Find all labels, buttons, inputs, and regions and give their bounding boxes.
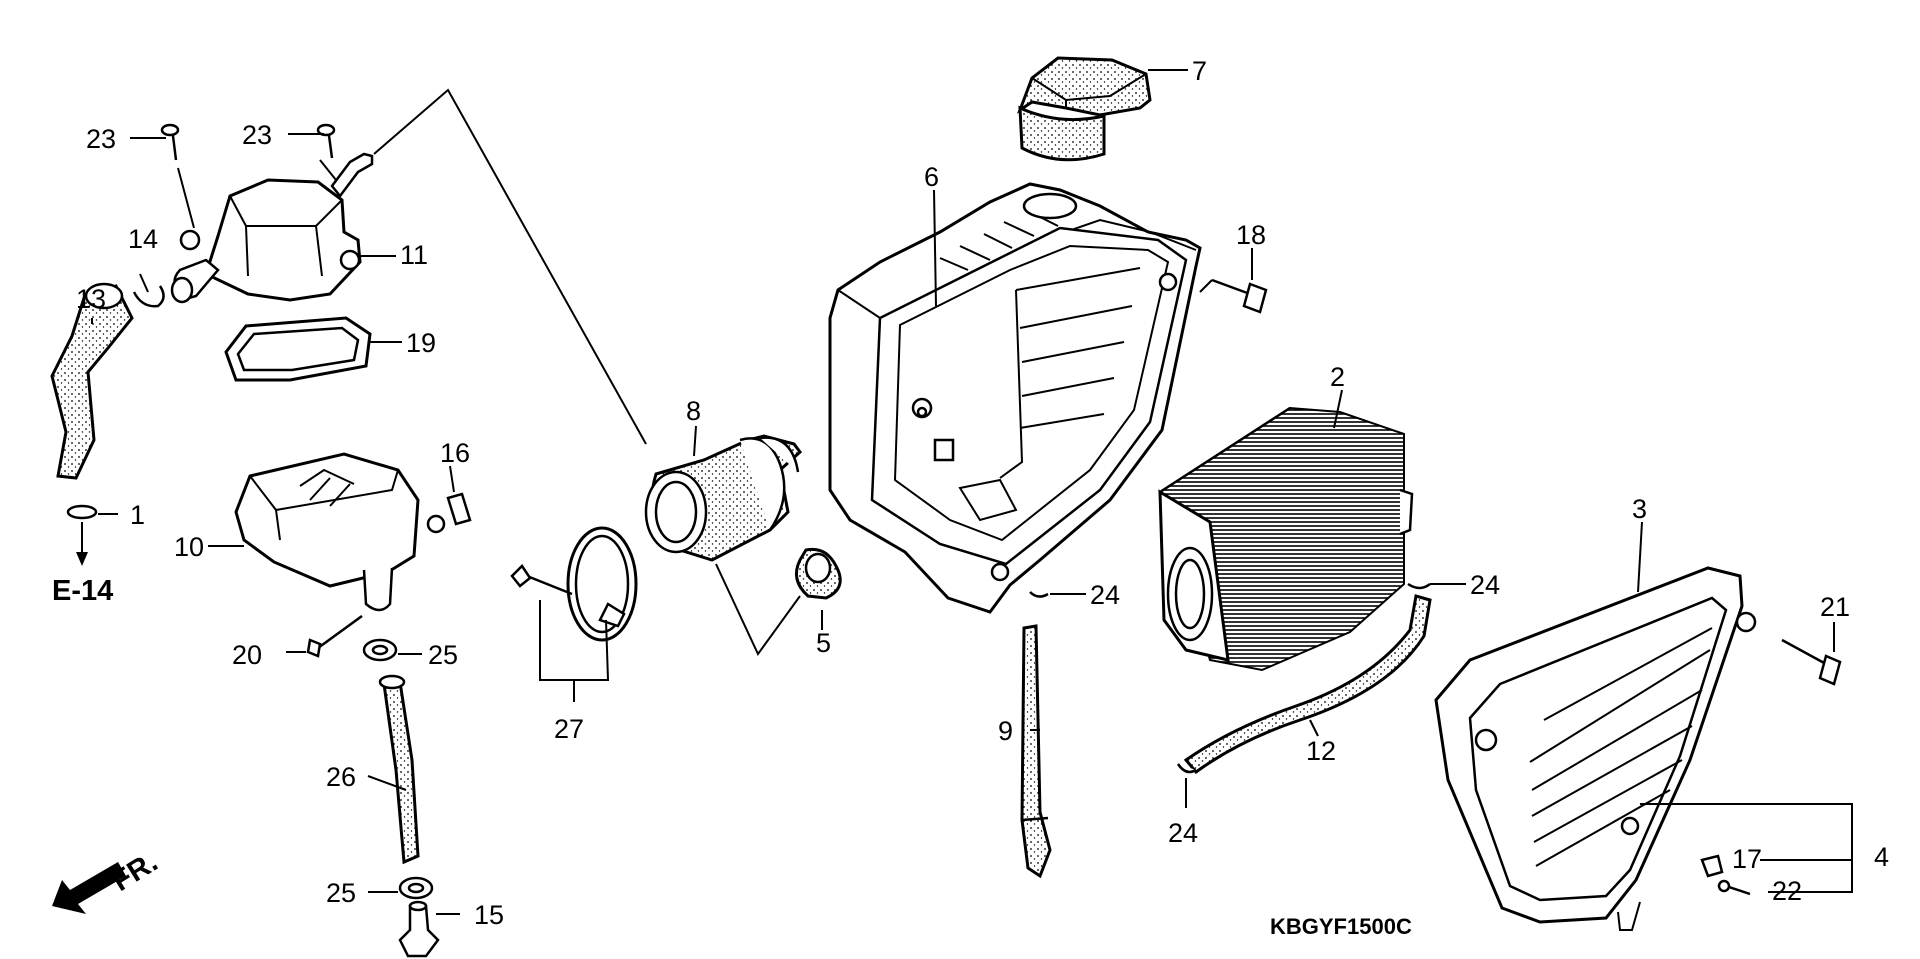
label-6: 6 [924, 162, 939, 192]
part-20-bolt [306, 614, 363, 658]
label-17: 17 [1732, 844, 1762, 874]
label-5: 5 [816, 628, 831, 658]
label-11: 11 [400, 240, 428, 270]
part-2-filter-element [1158, 406, 1414, 672]
leader-lines [91, 69, 1853, 915]
part-24-clip-upper [1029, 591, 1049, 598]
label-1: 1 [130, 500, 145, 530]
label-24-right: 24 [1470, 570, 1500, 600]
label-25-upper: 25 [428, 640, 458, 670]
part-18-bolt [1211, 278, 1268, 314]
part-9-drain-tube [1020, 624, 1052, 879]
front-arrow-icon [52, 862, 126, 914]
part-17-grommet [1700, 854, 1724, 878]
label-15: 15 [474, 900, 504, 930]
part-25-clip-lower [398, 876, 434, 900]
label-2: 2 [1330, 362, 1345, 392]
part-26-drain-tube [378, 674, 420, 865]
part-24-clip-right [1407, 582, 1431, 590]
label-13: 13 [76, 284, 106, 314]
part-12-hose [1183, 594, 1432, 775]
diagram-code: KBGYF1500C [1270, 914, 1412, 939]
label-23-left: 23 [86, 124, 116, 154]
part-27-clamp-band [566, 526, 638, 642]
reference-label: E-14 [52, 575, 113, 607]
label-19: 19 [406, 328, 436, 358]
label-20: 20 [232, 640, 262, 670]
part-25-clip-upper [362, 638, 398, 662]
label-22: 22 [1772, 876, 1802, 906]
part-19-gasket [224, 316, 372, 382]
label-7: 7 [1192, 56, 1207, 86]
label-18: 18 [1236, 220, 1266, 250]
part-27-clamp-screw [510, 564, 573, 596]
part-21-bolt [1781, 638, 1842, 686]
part-8-connecting-tube [644, 434, 803, 562]
label-4: 4 [1874, 842, 1889, 872]
part-16-plate [446, 492, 472, 526]
label-25-lower: 25 [326, 878, 356, 908]
part-3-side-cover [1434, 566, 1757, 931]
label-12: 12 [1306, 736, 1336, 766]
label-8: 8 [686, 396, 701, 426]
label-24-upper: 24 [1090, 580, 1120, 610]
label-14: 14 [128, 224, 158, 254]
label-21: 21 [1820, 592, 1850, 622]
part-14-clip [132, 285, 165, 308]
label-10: 10 [174, 532, 204, 562]
part-15-plug [398, 900, 440, 958]
label-23-right: 23 [242, 120, 272, 150]
part-22-screw [1717, 879, 1751, 896]
part-23-screw-left [160, 123, 180, 161]
part-10-chamber-base [234, 452, 446, 612]
part-13-breather-tube [50, 282, 134, 480]
front-label: FR. [107, 846, 164, 898]
part-23-screw-right [316, 123, 336, 159]
label-26: 26 [326, 762, 356, 792]
part-7-intake-duct [1016, 56, 1152, 162]
label-16: 16 [440, 438, 470, 468]
part-6-air-cleaner-case [828, 182, 1202, 614]
label-9: 9 [998, 716, 1013, 746]
part-5-grommet [794, 547, 842, 600]
label-3: 3 [1632, 494, 1647, 524]
part-24-clip-lower [1176, 763, 1197, 774]
part-11-breather-cover [170, 152, 374, 304]
part-1-clip [66, 504, 98, 566]
label-24-lower: 24 [1168, 818, 1198, 848]
label-27: 27 [554, 714, 584, 744]
part-labels: 7 6 18 2 3 21 4 17 22 8 5 9 24 24 24 12 … [52, 56, 1889, 939]
